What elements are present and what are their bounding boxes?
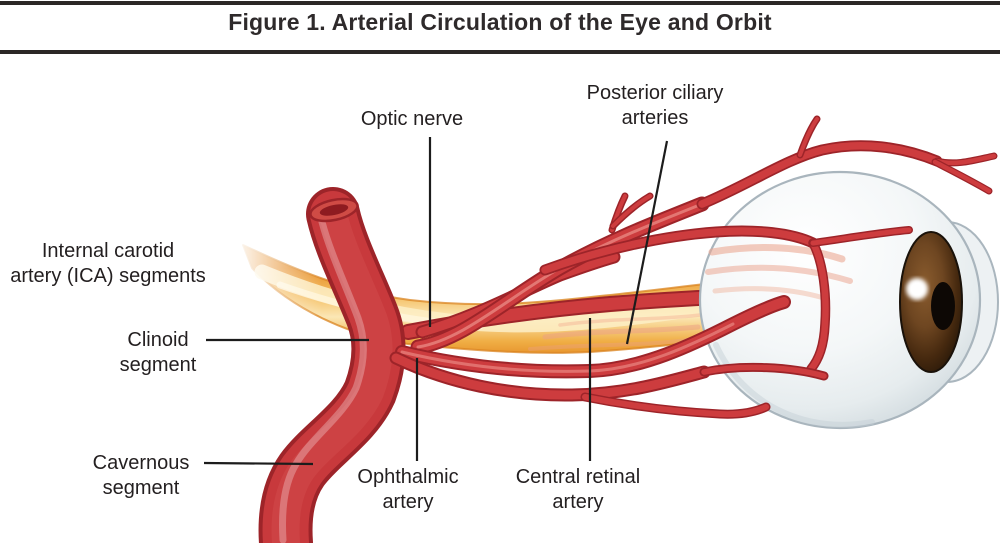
- leader-cavernous: [203, 461, 314, 466]
- iris: [899, 231, 963, 373]
- figure-title: Figure 1. Arterial Circulation of the Ey…: [228, 9, 772, 35]
- ica-cut-opening: [309, 197, 359, 223]
- label-cavernous-segment: Cavernous segment: [92, 452, 190, 499]
- eyeball: [698, 170, 999, 430]
- title-rule-bottom: [0, 50, 1000, 54]
- label-optic-nerve: Optic nerve: [360, 108, 464, 130]
- internal-carotid-artery: [258, 187, 406, 543]
- ophthalmic-artery-branches: [389, 115, 998, 419]
- leader-posterior-ciliary: [625, 140, 669, 345]
- label-posterior-ciliary: Posterior ciliary arteries: [586, 82, 724, 129]
- extraocular-muscle-fibres: [705, 244, 853, 301]
- title-rule-top: [0, 1, 1000, 5]
- label-ica-segments: Internal carotid artery (ICA) segments: [10, 240, 206, 287]
- label-central-retinal-artery: Central retinal artery: [515, 466, 641, 513]
- label-clinoid-segment: Clinoid segment: [119, 329, 197, 376]
- pupil: [931, 282, 955, 330]
- leader-lines: [203, 137, 669, 466]
- label-ophthalmic-artery: Ophthalmic artery: [357, 466, 459, 513]
